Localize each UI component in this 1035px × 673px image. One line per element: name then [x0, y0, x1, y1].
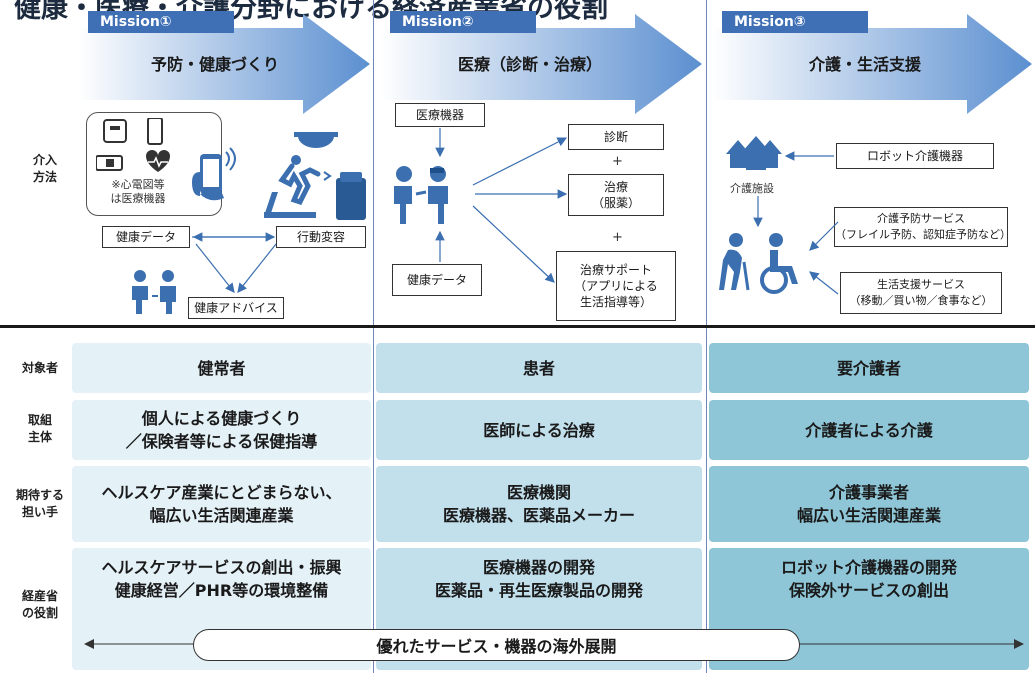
mission-arrow-3 — [712, 14, 1032, 114]
row-label-bearer: 期待する 担い手 — [15, 488, 64, 519]
cell-actor-doctor: 医師による治療 — [376, 400, 702, 460]
row-label-meti-role: 経産省 の役割 — [21, 589, 58, 620]
smartphone-hand-icon — [192, 147, 236, 201]
life-support-service-box: 生活支援サービス （移動／買い物／食事など） — [840, 272, 1002, 314]
health-advice-box: 健康アドバイス — [188, 297, 284, 319]
care-facility-icon — [726, 136, 782, 170]
treatment-support-box: 治療サポート （アプリによる 生活指導等） — [556, 251, 676, 321]
diagnosis-box: 診断 — [568, 124, 664, 150]
cell-actor-individual: 個人による健康づくり ／保険者等による保健指導 — [72, 400, 371, 460]
care-facility-label: 介護施設 — [730, 182, 774, 195]
health-data-box-1: 健康データ — [102, 226, 190, 248]
plus-sign-2: + — [612, 230, 623, 245]
intervention-label: 介入 方法 — [32, 153, 57, 184]
mission-tag-2: Mission② — [390, 11, 536, 33]
robot-care-device-box: ロボット介護機器 — [836, 143, 994, 169]
col3-flow-arrows — [753, 151, 839, 295]
cell-bearer-lifestyle-industry: ヘルスケア産業にとどまらない、 幅広い生活関連産業 — [72, 466, 371, 542]
mission-tag-3: Mission③ — [722, 11, 868, 33]
elderly-wheelchair-icon — [719, 233, 798, 294]
column-divider — [373, 0, 374, 673]
care-prevention-service-box: 介護予防サービス （フレイル予防、認知症予防など） — [834, 207, 1011, 247]
wearable-devices-icon — [96, 118, 170, 172]
doctor-patient-icon — [394, 166, 448, 224]
mission-tag-1: Mission① — [88, 11, 234, 33]
cell-target-patient: 患者 — [376, 343, 702, 393]
medical-device-box: 医療機器 — [395, 103, 485, 127]
mission-heading-1: 予防・健康づくり — [150, 55, 279, 74]
exercise-weighing-icon — [264, 132, 366, 220]
col2-flow-arrows — [435, 128, 568, 283]
plus-sign-1: + — [612, 154, 623, 169]
col1-flow-arrows — [192, 232, 277, 293]
doctor-consultation-icon — [132, 270, 176, 314]
health-data-box-2: 健康データ — [392, 264, 482, 296]
cell-target-care-recipient: 要介護者 — [709, 343, 1029, 393]
treatment-box: 治療 （服薬） — [568, 174, 664, 216]
overseas-expansion-pill: 優れたサービス・機器の海外展開 — [193, 629, 800, 661]
mission-arrow-1 — [78, 14, 370, 114]
cell-actor-caregiver: 介護者による介護 — [709, 400, 1029, 460]
section-divider — [0, 325, 1035, 328]
row-label-actor: 取組 主体 — [27, 413, 52, 444]
column-divider — [706, 0, 707, 673]
cell-bearer-care-business: 介護事業者 幅広い生活関連産業 — [709, 466, 1029, 542]
cell-target-healthy: 健常者 — [72, 343, 371, 393]
medical-device-note: ※心電図等 は医療機器 — [110, 178, 166, 205]
row-label-target: 対象者 — [21, 361, 58, 375]
cell-bearer-medical: 医療機関 医療機器、医薬品メーカー — [376, 466, 702, 542]
behavior-change-box: 行動変容 — [276, 226, 366, 248]
mission-heading-2: 医療（診断・治療） — [457, 55, 602, 74]
mission-arrow-2 — [380, 14, 702, 114]
mission-heading-3: 介護・生活支援 — [808, 55, 921, 74]
